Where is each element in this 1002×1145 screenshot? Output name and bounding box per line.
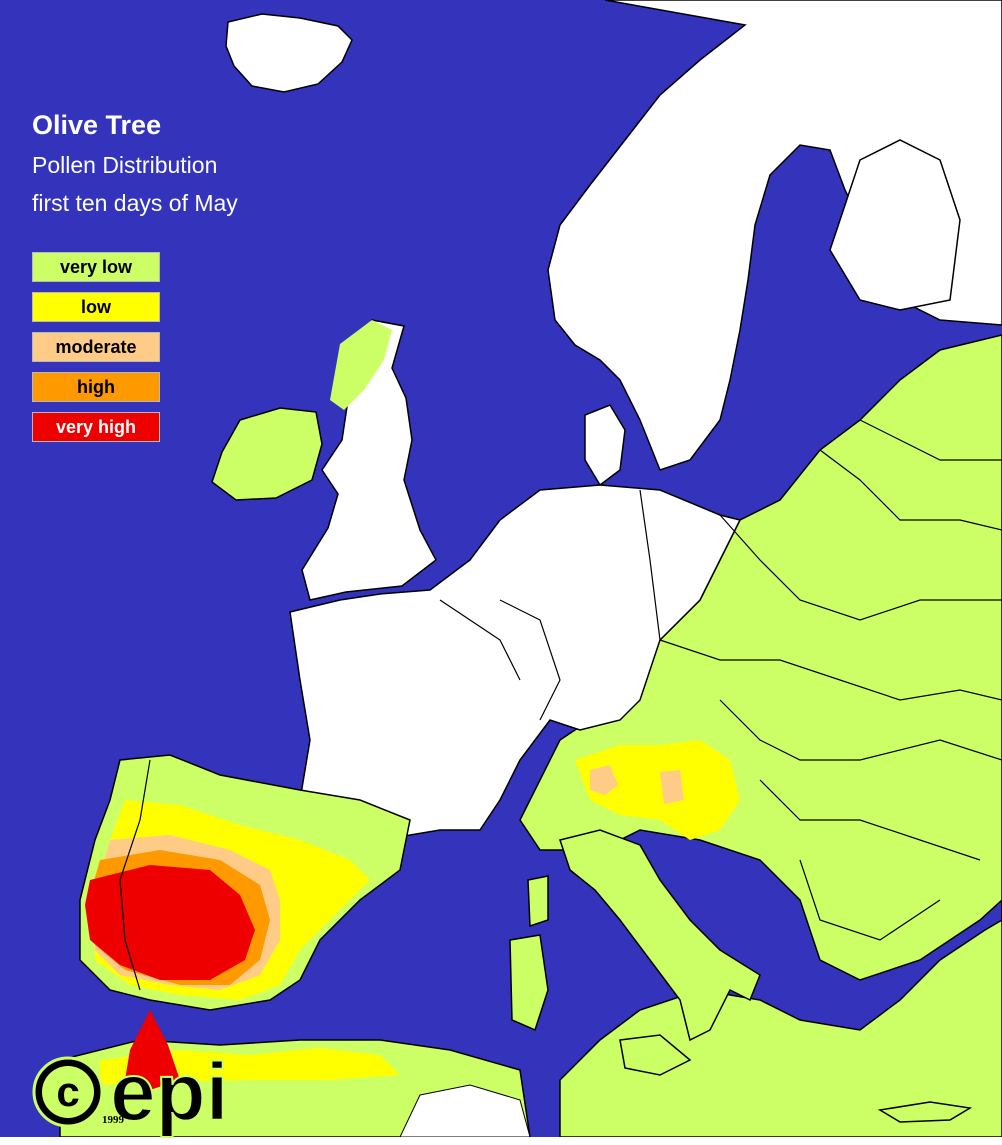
land-italy [559, 829, 761, 1042]
legend-item-very-low: very low [32, 252, 160, 282]
epi-logo: c epi 1999 [28, 1040, 258, 1140]
logo-year: 1999 [102, 1114, 124, 1126]
legend-item-very-high: very high [32, 412, 160, 442]
land-sicily [619, 1034, 692, 1076]
legend-item-low: low [32, 292, 160, 322]
zone-alps-moderate-2 [660, 770, 684, 804]
zone-iberia-very-high [85, 865, 255, 980]
land-iceland [225, 13, 353, 93]
map-subtitle-line2: first ten days of May [32, 190, 238, 216]
land-ireland [211, 407, 323, 501]
land-corsica [527, 875, 549, 928]
zone-scotland-very-low [330, 320, 392, 410]
land-great-britain [301, 319, 437, 601]
svg-text:c: c [56, 1068, 79, 1115]
country-borders [119, 419, 1002, 991]
epi-logo-mark: c epi [32, 1046, 229, 1139]
legend-item-moderate: moderate [32, 332, 160, 362]
land-sardinia [509, 934, 549, 1032]
zone-alps-low [575, 740, 740, 840]
legend-item-high: high [32, 372, 160, 402]
land-sahara-no-data [399, 1084, 531, 1137]
legend: very low low moderate high very high [32, 252, 160, 452]
svg-text:epi: epi [110, 1047, 228, 1138]
zone-north-africa-very-high [125, 1010, 180, 1090]
land-finland [829, 139, 961, 311]
land-denmark [584, 404, 626, 487]
zone-central-very-low [519, 334, 1002, 981]
land-crete [877, 1101, 973, 1123]
map-title: Olive Tree [32, 110, 162, 140]
zone-alps-moderate-1 [590, 765, 618, 795]
zone-east-very-low [559, 335, 1002, 1137]
map-subtitle-line1: Pollen Distribution [32, 152, 218, 178]
